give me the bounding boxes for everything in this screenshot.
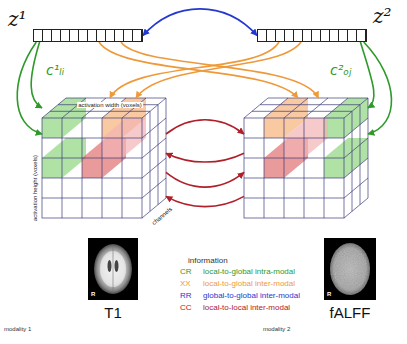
latent-vector: z¹ xyxy=(33,29,143,42)
legend-code: CR xyxy=(180,267,192,276)
brain-falff xyxy=(324,238,376,300)
connector-arrow xyxy=(99,42,298,98)
connector-arrow xyxy=(31,42,42,108)
brain-image: RfALFF xyxy=(324,238,376,300)
brain-t1 xyxy=(88,238,138,300)
connector-arrow xyxy=(136,42,301,98)
legend-swatch: CR xyxy=(180,268,203,276)
legend-row: XX local-to-global inter-modal xyxy=(180,280,295,288)
legend-code: RR xyxy=(180,291,192,300)
modality-label: modality 1 xyxy=(4,326,31,332)
modality-name: T1 xyxy=(104,304,122,321)
legend-code: CC xyxy=(180,303,192,312)
legend-row: CR local-to-global intra-modal xyxy=(180,268,295,276)
connector-arrow xyxy=(166,196,244,206)
modality-name: fALFF xyxy=(330,304,371,321)
orientation-mark: R xyxy=(327,291,331,297)
brain-image: RT1 xyxy=(88,238,138,300)
legend-text: local-to-global inter-modal xyxy=(203,280,295,288)
connector-arrow xyxy=(143,9,257,36)
cell-label: c²ₒⱼ xyxy=(330,62,352,78)
orientation-mark: R xyxy=(91,291,95,297)
legend-text: local-to-global intra-modal xyxy=(203,268,295,276)
axis-label: channels xyxy=(150,205,174,226)
connector-arrow xyxy=(121,42,318,98)
axis-label: activation width (voxels) xyxy=(77,102,143,108)
connector-arrow xyxy=(364,42,392,134)
legend-text: global-to-global inter-modal xyxy=(203,292,300,300)
vector-label: z¹ xyxy=(8,7,27,31)
legend-text: local-to-local inter-modal xyxy=(203,304,290,312)
legend-row: RR global-to-global inter-modal xyxy=(180,292,300,300)
modality-label: modality 2 xyxy=(263,326,290,332)
activation-cube: c²ₒⱼ xyxy=(244,98,368,218)
activation-cube: c¹ₗᵢactivation width (voxels)activation … xyxy=(42,98,166,218)
connector-arrow xyxy=(110,42,279,98)
connector-arrow xyxy=(166,120,244,134)
cube-grid xyxy=(244,98,368,218)
cell-label: c¹ₗᵢ xyxy=(46,62,64,78)
cube-grid xyxy=(42,98,166,218)
legend-swatch: XX xyxy=(180,280,203,288)
legend-swatch: CC xyxy=(180,304,203,312)
axis-label: activation height (voxels) xyxy=(32,154,38,222)
legend-heading: information xyxy=(188,256,228,265)
legend-swatch: RR xyxy=(180,292,203,300)
connector-arrow xyxy=(17,42,42,134)
connector-arrow xyxy=(166,153,244,162)
vector-label: z² xyxy=(373,4,392,28)
legend-code: XX xyxy=(180,279,191,288)
connector-arrow xyxy=(166,172,244,187)
latent-vector: z² xyxy=(257,29,367,42)
legend-row: CC local-to-local inter-modal xyxy=(180,304,290,312)
